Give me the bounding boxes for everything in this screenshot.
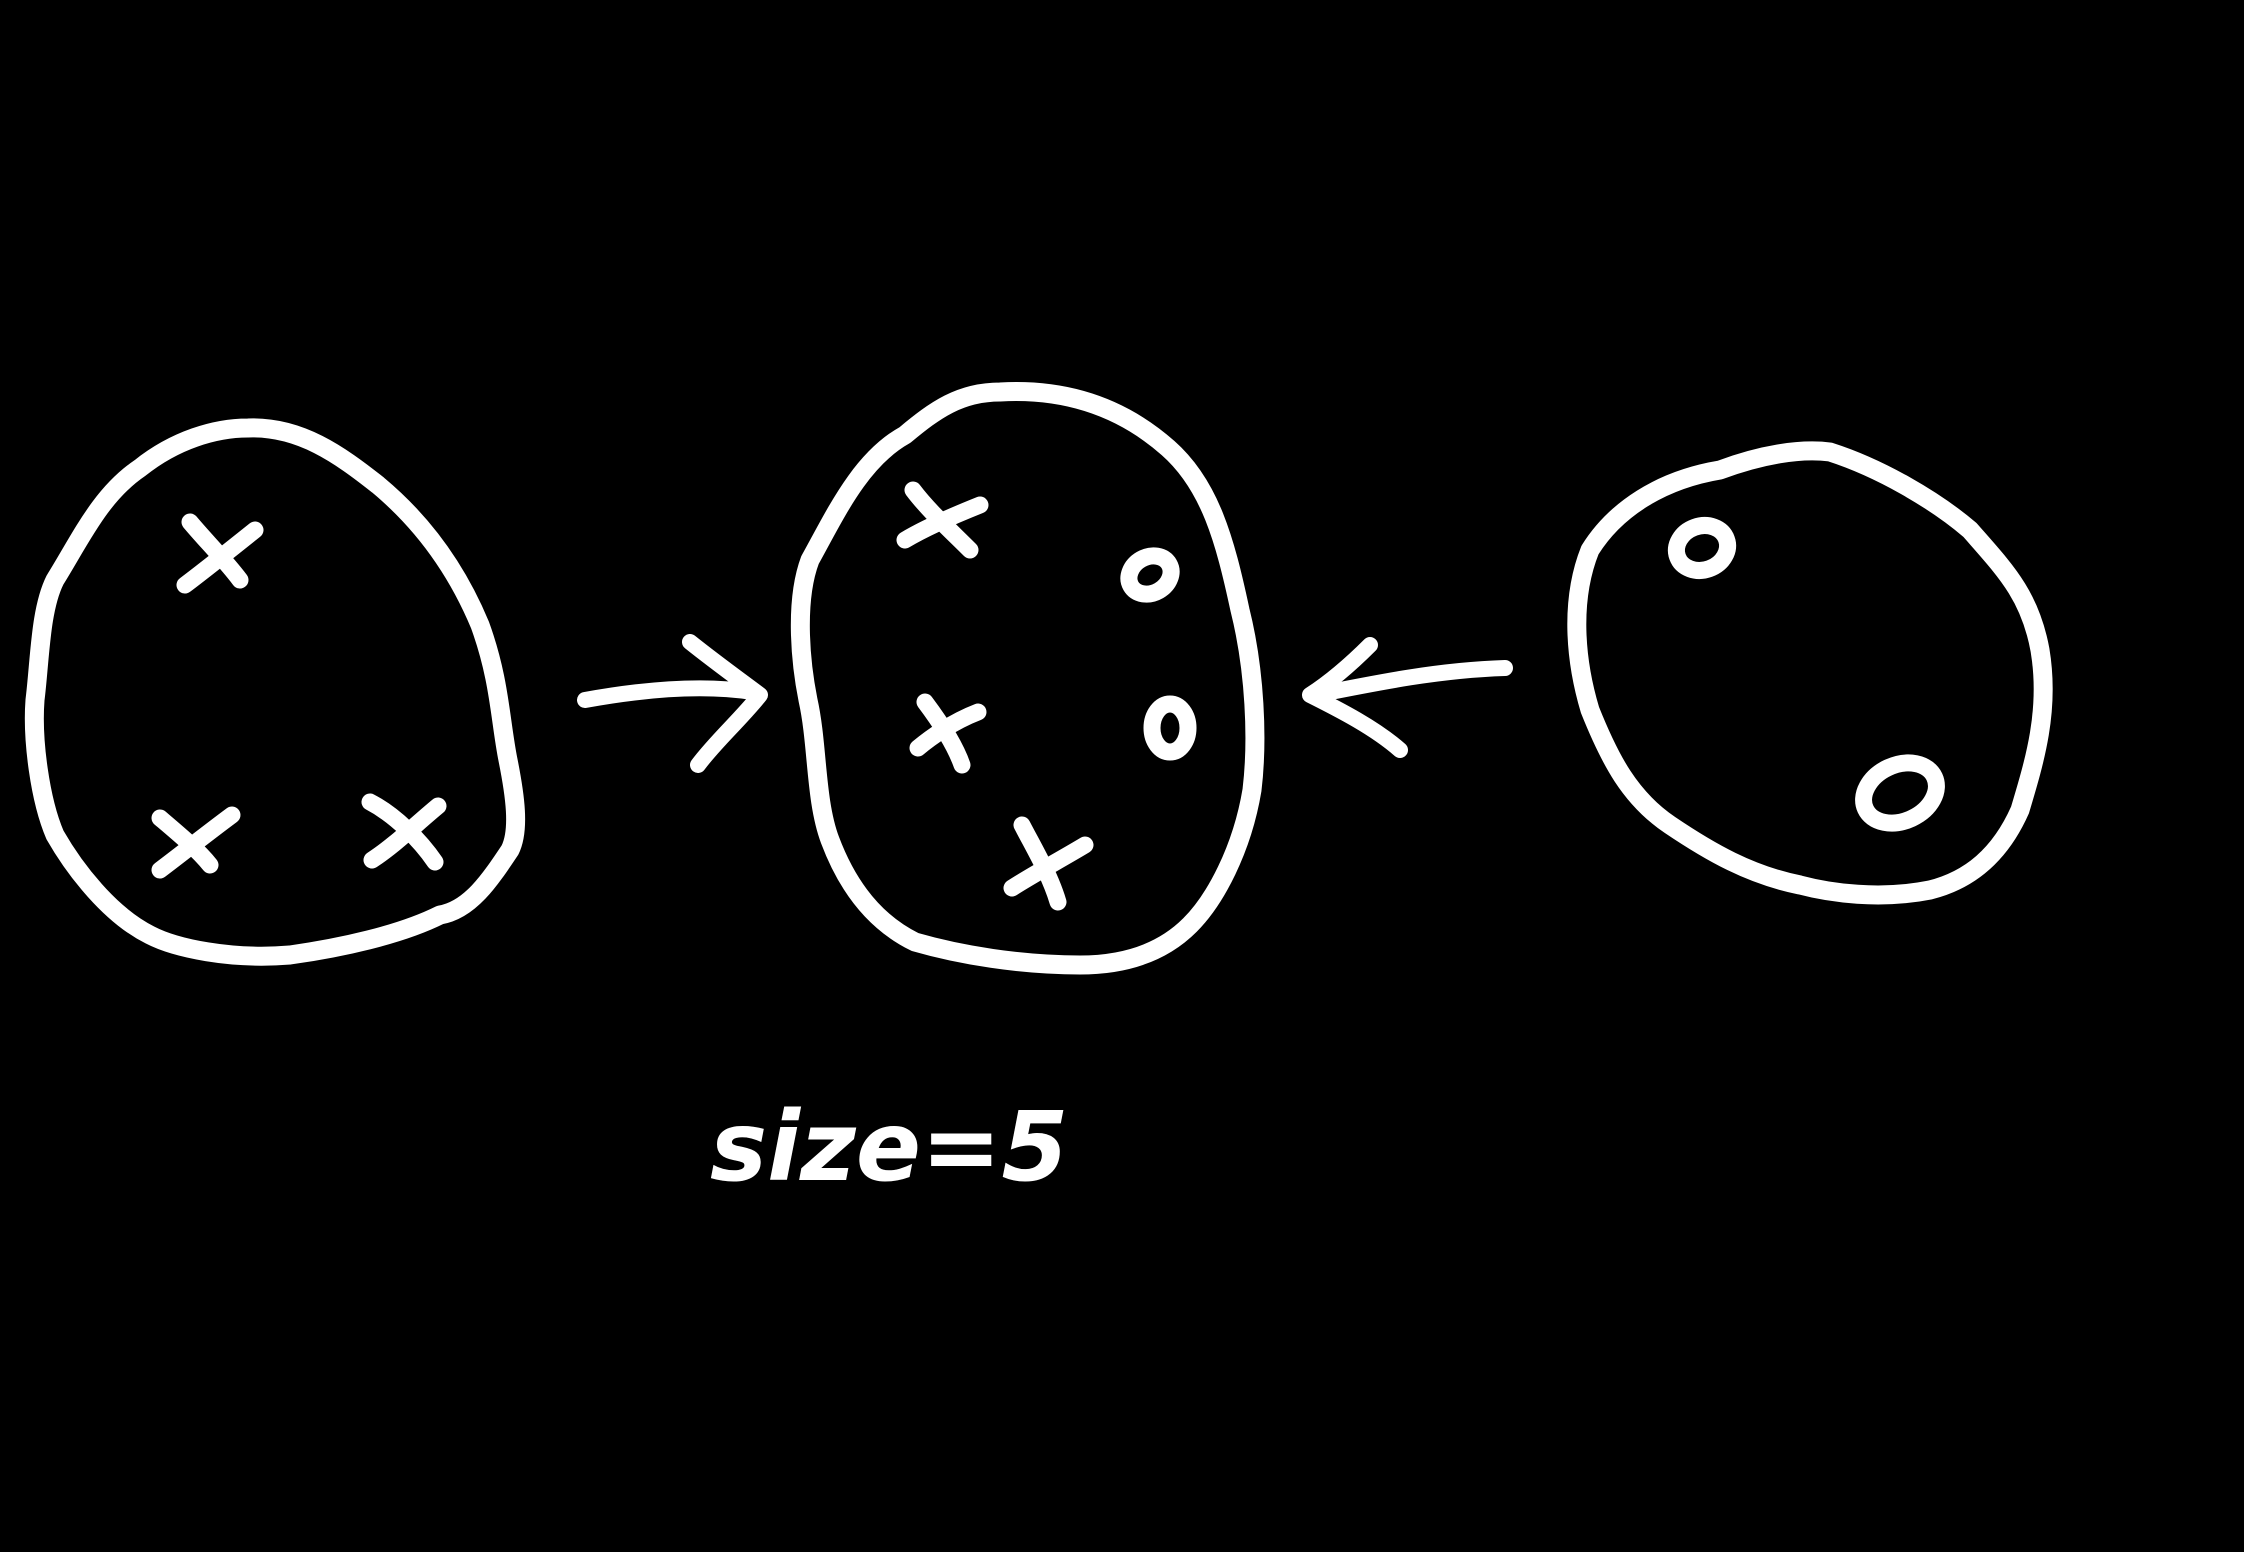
merged-set-outline <box>790 382 1265 975</box>
o-mark <box>1120 547 1180 603</box>
right-set <box>1567 441 2053 905</box>
arrow-shaft <box>1307 660 1513 703</box>
size-caption: size=5 <box>710 1091 1068 1203</box>
x-mark <box>151 806 241 879</box>
x-mark <box>909 693 987 774</box>
left-set-outline <box>24 418 526 966</box>
left-set <box>24 418 526 966</box>
x-mark <box>176 513 264 594</box>
x-mark <box>896 481 989 559</box>
o-mark <box>1143 695 1197 761</box>
arrow-left <box>1302 637 1513 758</box>
merged-set <box>790 382 1265 975</box>
arrow-head <box>682 634 768 773</box>
x-mark <box>361 793 447 871</box>
right-set-outline <box>1567 441 2053 905</box>
arrow-head <box>1302 637 1408 758</box>
o-mark <box>1667 516 1737 580</box>
arrow-shaft <box>577 680 760 708</box>
o-mark <box>1855 754 1945 832</box>
arrow-right <box>577 634 768 773</box>
x-mark <box>1003 816 1094 911</box>
